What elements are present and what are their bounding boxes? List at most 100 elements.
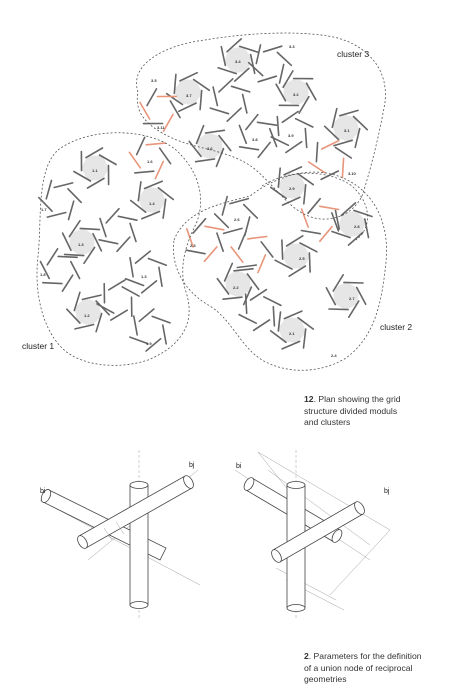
module-hex [333,281,359,311]
rod [46,211,67,218]
caption-text: . Plan showing the grid [313,394,401,404]
label-bj: bj [384,488,390,495]
module-label: 2.7 [349,296,355,301]
rod [300,229,322,235]
rod [302,184,307,205]
rod [308,252,311,273]
rod [140,280,158,294]
module-label: 3.3 [289,44,295,49]
rod [283,310,303,320]
module-hex [224,46,252,74]
rod [270,136,290,147]
module-hex [283,77,309,107]
caption-text: structure divided moduls [304,405,398,416]
rod [135,136,146,156]
dimension-line [275,567,337,601]
shared-rod [300,208,310,228]
rod-end [286,481,306,489]
rod [134,170,155,174]
rod [281,110,299,124]
rod [165,92,184,106]
rod [262,45,283,53]
rod [226,107,242,122]
rod [285,235,304,247]
rod [162,198,167,219]
rod [188,140,202,158]
dimension-line [257,451,391,531]
rod [285,140,303,154]
dimension-line [115,521,125,535]
rod [41,281,63,285]
shared-rod [154,160,165,180]
rod-end [183,475,194,489]
rod [238,124,248,145]
rod [255,44,262,65]
rod-end [331,529,343,543]
rod [343,281,364,284]
rod [238,146,260,151]
rod [294,117,314,128]
rod-end [271,549,282,563]
module-label: 3.9 [288,133,294,138]
rod [179,71,198,82]
rod [332,273,345,292]
shared-rod [139,101,151,120]
rod [45,179,53,200]
union-node-diagram-left: bi bj [39,450,201,620]
rod [216,232,224,252]
rod [353,209,373,218]
rod [363,218,370,239]
rod [70,260,81,280]
rod-end [129,601,149,609]
module-hex [137,186,167,214]
rod [272,305,276,327]
rod [220,45,227,67]
rod [98,154,117,166]
rod [278,63,285,84]
rod [297,316,315,330]
module-label: 1.6 [147,159,153,164]
shared-rod [128,151,142,169]
module-label: 1.3 [141,274,147,279]
module-label: 2.9 [289,186,295,191]
rod [151,315,171,324]
module-hex [173,79,203,105]
figure-2-caption: 2. Parameters for the definition of a un… [304,651,449,686]
rod [68,219,81,238]
rod [338,109,359,117]
rod [236,264,258,269]
rod [67,188,82,204]
rod [110,309,128,321]
module-label: 2.2 [233,285,239,290]
rod [281,239,284,260]
figure-number: 2 [304,651,309,661]
union-node-diagram-right: bi bj [234,450,391,620]
caption-text: . Parameters for the definition [308,651,422,661]
rod [226,38,242,53]
module-hex [69,227,95,257]
reciprocal-rods [37,38,373,352]
rod [216,277,230,295]
cluster-2-label: cluster 2 [380,322,412,332]
rod-end [243,477,255,491]
rod [157,187,175,201]
rod [108,279,126,291]
rod [195,124,205,145]
rod [158,147,172,165]
rod [57,255,78,259]
module-label: 3.2 [293,92,299,97]
rod [74,323,95,330]
rod [209,107,230,115]
shared-rod [341,157,345,179]
rod [296,172,315,186]
module-label: 3.11 [157,125,165,130]
rod [260,241,274,258]
module-label: 1.3 [78,242,84,247]
module-label: 1.8 [40,272,46,277]
module-label: 1.2 [84,313,90,318]
rod [277,311,282,332]
module-label: 3.7 [186,93,192,98]
cluster-3-label: cluster 3 [337,49,369,59]
rod [247,61,264,77]
rod [307,197,322,215]
